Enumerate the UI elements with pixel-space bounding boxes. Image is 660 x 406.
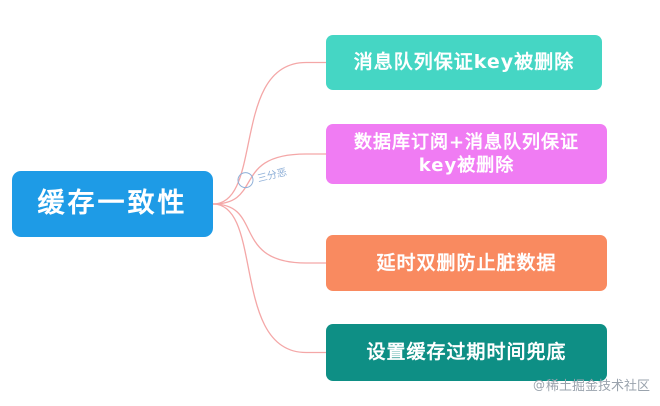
branch-node-1: 消息队列保证key被删除 bbox=[326, 35, 602, 90]
connector-line-1 bbox=[212, 61, 326, 205]
connector-line-4 bbox=[212, 203, 326, 354]
branch-node-3: 延时双删防止脏数据 bbox=[326, 235, 607, 291]
connector-line-3 bbox=[212, 203, 326, 264]
watermark: @ 稀土掘金技术社区 bbox=[532, 375, 650, 395]
connector-line-2 bbox=[212, 153, 326, 205]
root-node: 缓存一致性 bbox=[12, 171, 213, 237]
at-icon: @ bbox=[532, 377, 545, 392]
watermark-text: 稀土掘金技术社区 bbox=[545, 379, 650, 394]
branch-node-2: 数据库订阅+消息队列保证key被删除 bbox=[326, 124, 607, 184]
branch-node-4: 设置缓存过期时间兜底 bbox=[326, 324, 607, 381]
